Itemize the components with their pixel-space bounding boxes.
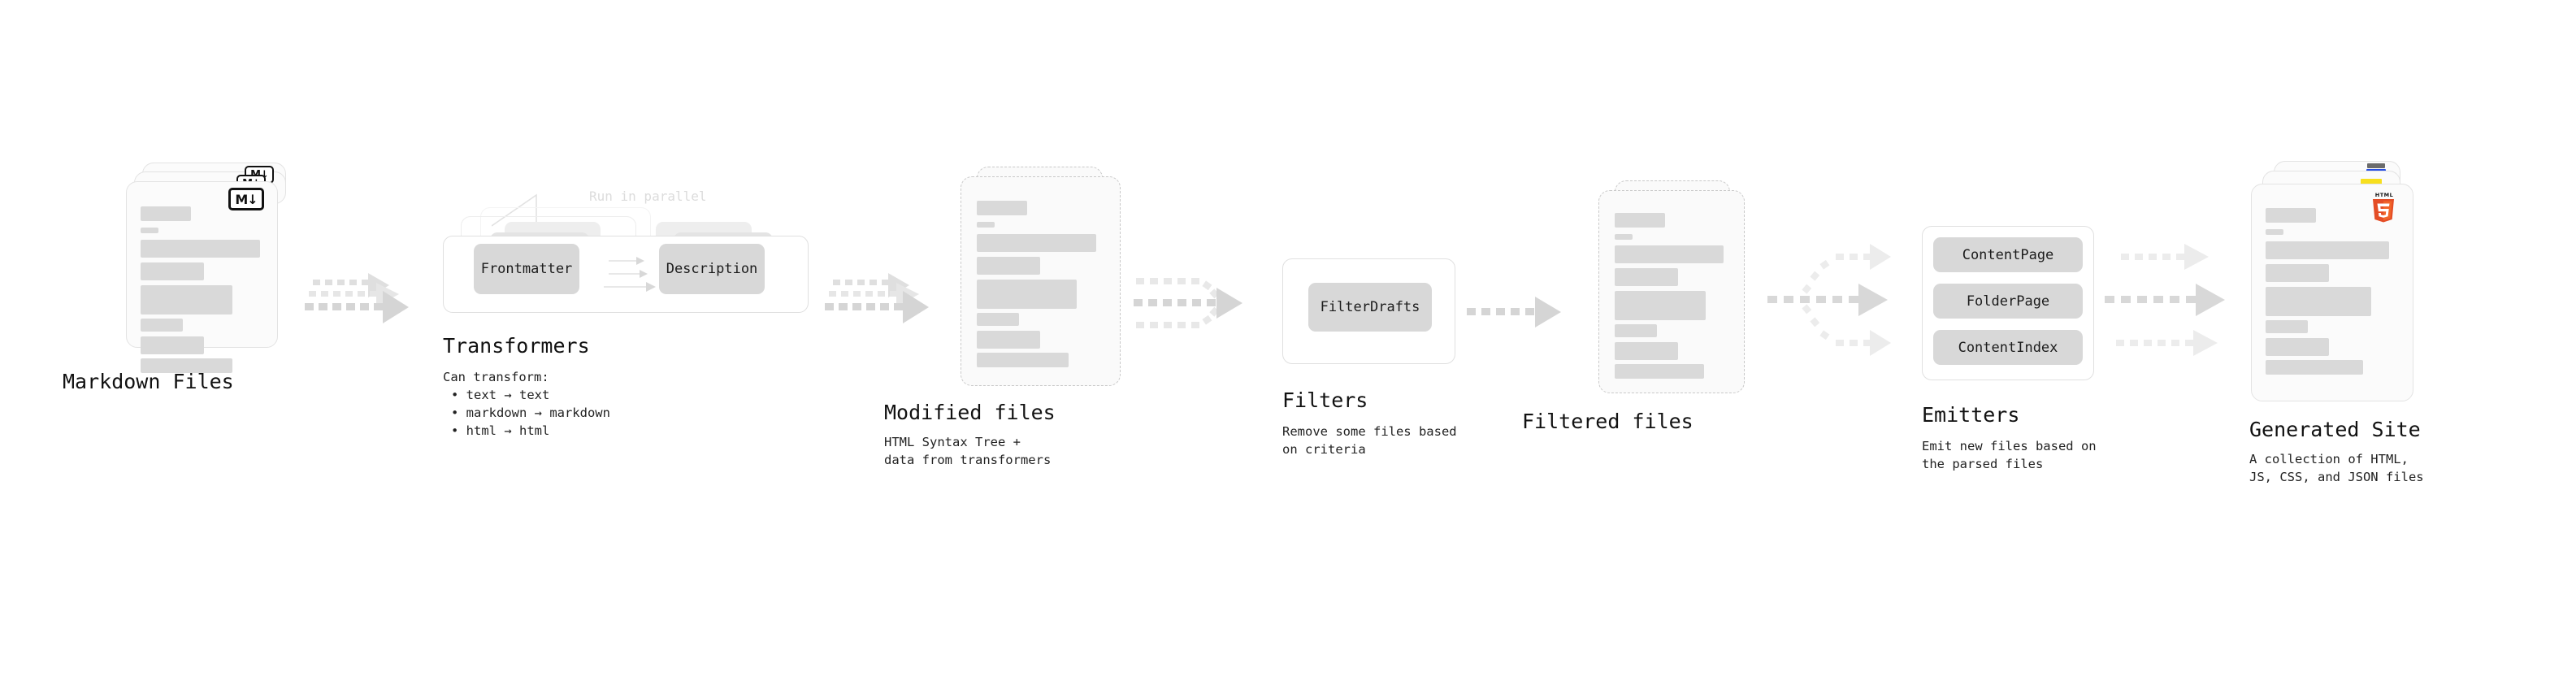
emitter-chip-contentpage[interactable]: ContentPage: [1933, 237, 2083, 272]
skeleton-bar: [977, 222, 995, 228]
stage-generated-site: HTML Generated Site A collection of HTML…: [2249, 161, 2454, 484]
arrow-emitters-to-site: [2105, 244, 2225, 356]
stage-modified-files: Modified files HTML Syntax Tree +data fr…: [884, 167, 1134, 467]
skeleton-bar: [2266, 229, 2283, 235]
modified-file-stack: [959, 167, 1134, 427]
arrow-transformers-to-modified: [825, 273, 929, 323]
skeleton-bar: [977, 234, 1096, 252]
skeleton-bar: [977, 280, 1077, 309]
modified-files-title: Modified files: [884, 401, 1056, 424]
skeleton-bar: [1615, 364, 1704, 379]
skeleton-bar: [1615, 291, 1706, 320]
transformer-chip-frontmatter[interactable]: Frontmatter: [474, 244, 579, 294]
skeleton-bar: [2266, 208, 2316, 223]
markdown-badge: M↓: [228, 188, 264, 210]
skeleton-bar: [141, 206, 191, 221]
transformers-bullet: • text → text: [451, 388, 550, 402]
markdown-files-title: Markdown Files: [63, 370, 234, 393]
transformer-chip-description[interactable]: Description: [659, 244, 765, 294]
skeleton-bar: [141, 319, 183, 332]
run-in-parallel-hint: Run in parallel: [589, 189, 707, 204]
html5-icon: HTML: [2373, 192, 2394, 223]
skeleton-bar: [141, 262, 204, 280]
run-in-parallel-leader-line: [492, 193, 537, 227]
css-badge-text: [2367, 163, 2385, 168]
filtered-files-title: Filtered files: [1522, 410, 1693, 433]
modified-files-description: HTML Syntax Tree +data from transformers: [884, 435, 1052, 467]
skeleton-bar: [141, 336, 204, 354]
skeleton-bar: [141, 240, 260, 258]
transformers-title: Transformers: [443, 334, 590, 358]
emitter-chip-contentindex[interactable]: ContentIndex: [1933, 330, 2083, 365]
arrow-markdown-to-transformers: [305, 273, 409, 323]
skeleton-bar: [977, 331, 1040, 349]
skeleton-bar: [977, 313, 1019, 326]
skeleton-bar: [2266, 241, 2389, 259]
transformer-inner-arrows: [604, 257, 656, 292]
arrow-modified-to-filters: [1134, 278, 1242, 328]
skeleton-bar: [2266, 264, 2329, 282]
skeleton-bar: [141, 285, 232, 314]
markdown-file-stack: M↓ M↓ M↓: [126, 163, 301, 423]
skeleton-bar: [1615, 324, 1657, 337]
skeleton-bar: [2266, 360, 2363, 375]
skeleton-bar: [977, 257, 1040, 275]
skeleton-bar: [1615, 245, 1724, 263]
transformers-subtitle: Can transform:: [443, 370, 549, 384]
skeleton-bar: [2266, 338, 2329, 356]
filtered-file-stack: [1597, 180, 1772, 440]
skeleton-bar: [1615, 234, 1633, 240]
skeleton-bar: [2266, 287, 2371, 316]
stage-markdown-files: M↓ M↓ M↓ Markdown Files: [63, 163, 301, 423]
generated-site-title: Generated Site: [2249, 418, 2421, 441]
skeleton-bar: [1615, 213, 1665, 228]
transformers-bullet: • markdown → markdown: [451, 406, 610, 420]
skeleton-bar: [1615, 268, 1678, 286]
arrow-filtered-to-emitters: [1767, 244, 1891, 356]
skeleton-bar: [977, 201, 1027, 215]
emitters-title: Emitters: [1922, 403, 2020, 427]
transformers-bullet-list: • text → text • markdown → markdown • ht…: [451, 386, 610, 440]
skeleton-bar: [141, 228, 158, 233]
filter-chip-filterdrafts[interactable]: FilterDrafts: [1308, 283, 1432, 332]
skeleton-bar: [1615, 342, 1678, 360]
skeleton-bar: [2266, 320, 2308, 333]
skeleton-bar: [977, 353, 1069, 367]
svg-text:HTML: HTML: [2375, 192, 2393, 198]
skeleton-bar: [141, 358, 232, 373]
stage-filtered-files: Filtered files: [1522, 180, 1772, 440]
generated-file-stack: HTML: [2251, 161, 2454, 429]
arrow-filters-to-filtered: [1467, 297, 1561, 327]
generated-site-description: A collection of HTML,JS, CSS, and JSON f…: [2249, 452, 2424, 484]
filters-title: Filters: [1282, 388, 1368, 412]
transformers-bullet: • html → html: [451, 423, 550, 438]
emitter-chip-folderpage[interactable]: FolderPage: [1933, 284, 2083, 319]
